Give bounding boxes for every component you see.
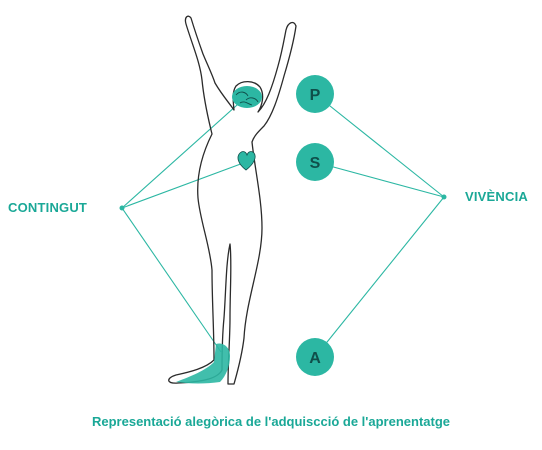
line-s-vivencia [315, 162, 444, 197]
label-vivencia: VIVÈNCIA [465, 189, 528, 204]
node-a: A [296, 338, 334, 376]
contingut-dot [120, 206, 125, 211]
vivencia-dot [442, 195, 447, 200]
line-contingut-brain [122, 97, 246, 208]
human-figure-icon [169, 16, 296, 384]
line-a-vivencia [315, 197, 444, 357]
line-contingut-feet [122, 208, 221, 352]
node-s: S [296, 143, 334, 181]
node-p: P [296, 75, 334, 113]
line-contingut-heart [122, 162, 246, 208]
feet-icon [176, 344, 230, 384]
node-a-letter: A [309, 350, 321, 367]
heart-icon [238, 152, 255, 170]
diagram-caption: Representació alegòrica de l'adquiscció … [0, 414, 542, 429]
node-p-letter: P [310, 87, 321, 104]
line-p-vivencia [315, 94, 444, 197]
connector-lines [122, 94, 444, 357]
label-contingut: CONTINGUT [8, 200, 87, 215]
node-s-letter: S [310, 155, 321, 172]
brain-icon [232, 86, 262, 108]
